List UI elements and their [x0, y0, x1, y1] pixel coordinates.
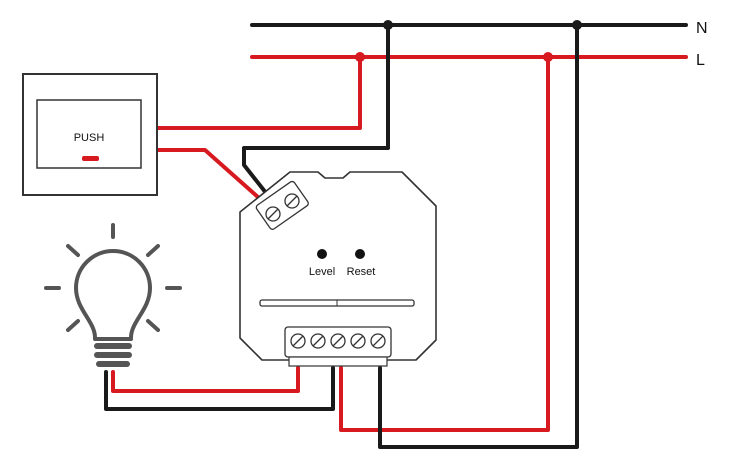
bulb-base: [94, 343, 132, 367]
neutral-to-module-wire: [242, 23, 390, 200]
switch-label: PUSH: [74, 132, 105, 144]
junction-dot: [383, 20, 393, 30]
switch-indicator: [82, 156, 99, 161]
screw-icon: [284, 193, 300, 209]
screw-icon: [310, 333, 326, 349]
screw-icon: [370, 333, 386, 349]
junctions: [355, 20, 582, 62]
wires: [104, 23, 688, 449]
screw-icon: [350, 333, 366, 349]
reset-label: Reset: [347, 266, 376, 278]
lamp-to-module-neutral-wire: [104, 366, 335, 411]
junction-dot: [355, 52, 365, 62]
top-terminal-block: [255, 180, 309, 230]
bulb-rays: [44, 223, 182, 332]
junction-dot: [543, 52, 553, 62]
bulb-glass: [74, 249, 152, 341]
light-bulb: [44, 223, 182, 367]
level-button: [317, 249, 327, 259]
neutral-label: N: [696, 20, 708, 37]
level-label: Level: [309, 266, 335, 278]
live-to-module-terminal-wire: [339, 55, 550, 432]
screw-icon: [290, 333, 306, 349]
live-label: L: [696, 52, 705, 69]
screw-icon: [265, 206, 281, 222]
junction-dot: [572, 20, 582, 30]
bottom-terminal-block: [284, 326, 392, 367]
dimmer-module: Level Reset: [239, 171, 437, 367]
module-to-lamp-live-wire: [111, 366, 300, 393]
live-to-switch-wire: [156, 55, 362, 130]
reset-button: [355, 249, 365, 259]
push-switch: PUSH: [22, 73, 158, 196]
neutral-to-module-terminal-wire: [378, 23, 579, 449]
switch-to-module-wire: [156, 148, 270, 208]
bottom-terminal-lip: [288, 356, 388, 367]
screw-icon: [330, 333, 346, 349]
